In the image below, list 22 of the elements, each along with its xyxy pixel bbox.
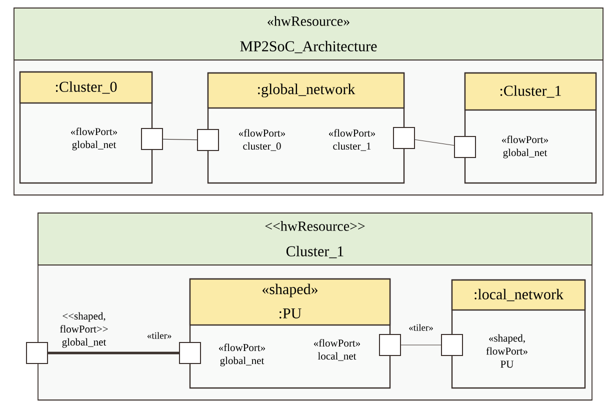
port-label: «flowPort» global_net bbox=[502, 136, 548, 158]
port-label: «flowPort» global_net bbox=[70, 128, 118, 150]
connector-line bbox=[414, 139, 454, 146]
port-square bbox=[441, 334, 463, 356]
port-square bbox=[454, 136, 476, 158]
port-label: <<shaped, flowPort>> global_net bbox=[60, 312, 108, 348]
port-label: «flowPort» cluster_1 bbox=[328, 129, 376, 151]
edge-label: «tiler» bbox=[409, 324, 433, 331]
port-label: «flowPort» global_net bbox=[218, 344, 266, 366]
port-square bbox=[197, 129, 219, 151]
port-square bbox=[26, 342, 48, 364]
port-label: «shaped, flowPort» PU bbox=[486, 334, 528, 368]
port-square bbox=[179, 342, 201, 364]
port-label: «flowPort» local_net bbox=[314, 339, 360, 361]
port-square bbox=[393, 127, 415, 149]
port-square bbox=[379, 334, 401, 356]
port-square bbox=[141, 128, 163, 150]
connector-line bbox=[162, 138, 198, 140]
connector-line bbox=[400, 344, 442, 346]
port-label: «flowPort» cluster_0 bbox=[238, 129, 286, 151]
connector-line bbox=[48, 352, 179, 354]
edge-label: «tiler» bbox=[148, 332, 172, 339]
